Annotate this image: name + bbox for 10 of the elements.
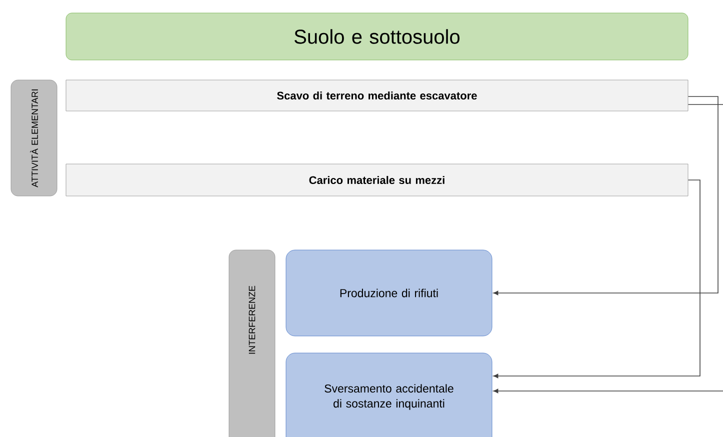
interference-box: Sversamento accidentale di sostanze inquinanti: [286, 352, 492, 437]
interference-box: Produzione di rifiuti: [286, 250, 492, 336]
connector-arrow: [493, 104, 723, 394]
title-banner: Suolo e sottosuolo: [66, 12, 688, 60]
activity-bar: Carico materiale su mezzi: [66, 164, 688, 196]
side-tab: INTERFERENZE: [228, 250, 276, 437]
activity-bar: Scavo di terreno mediante escavatore: [66, 80, 688, 112]
connector-arrow: [493, 180, 700, 378]
connector-arrow: [493, 96, 718, 296]
side-tab: ATTIVITÀ ELEMENTARI: [10, 80, 58, 196]
